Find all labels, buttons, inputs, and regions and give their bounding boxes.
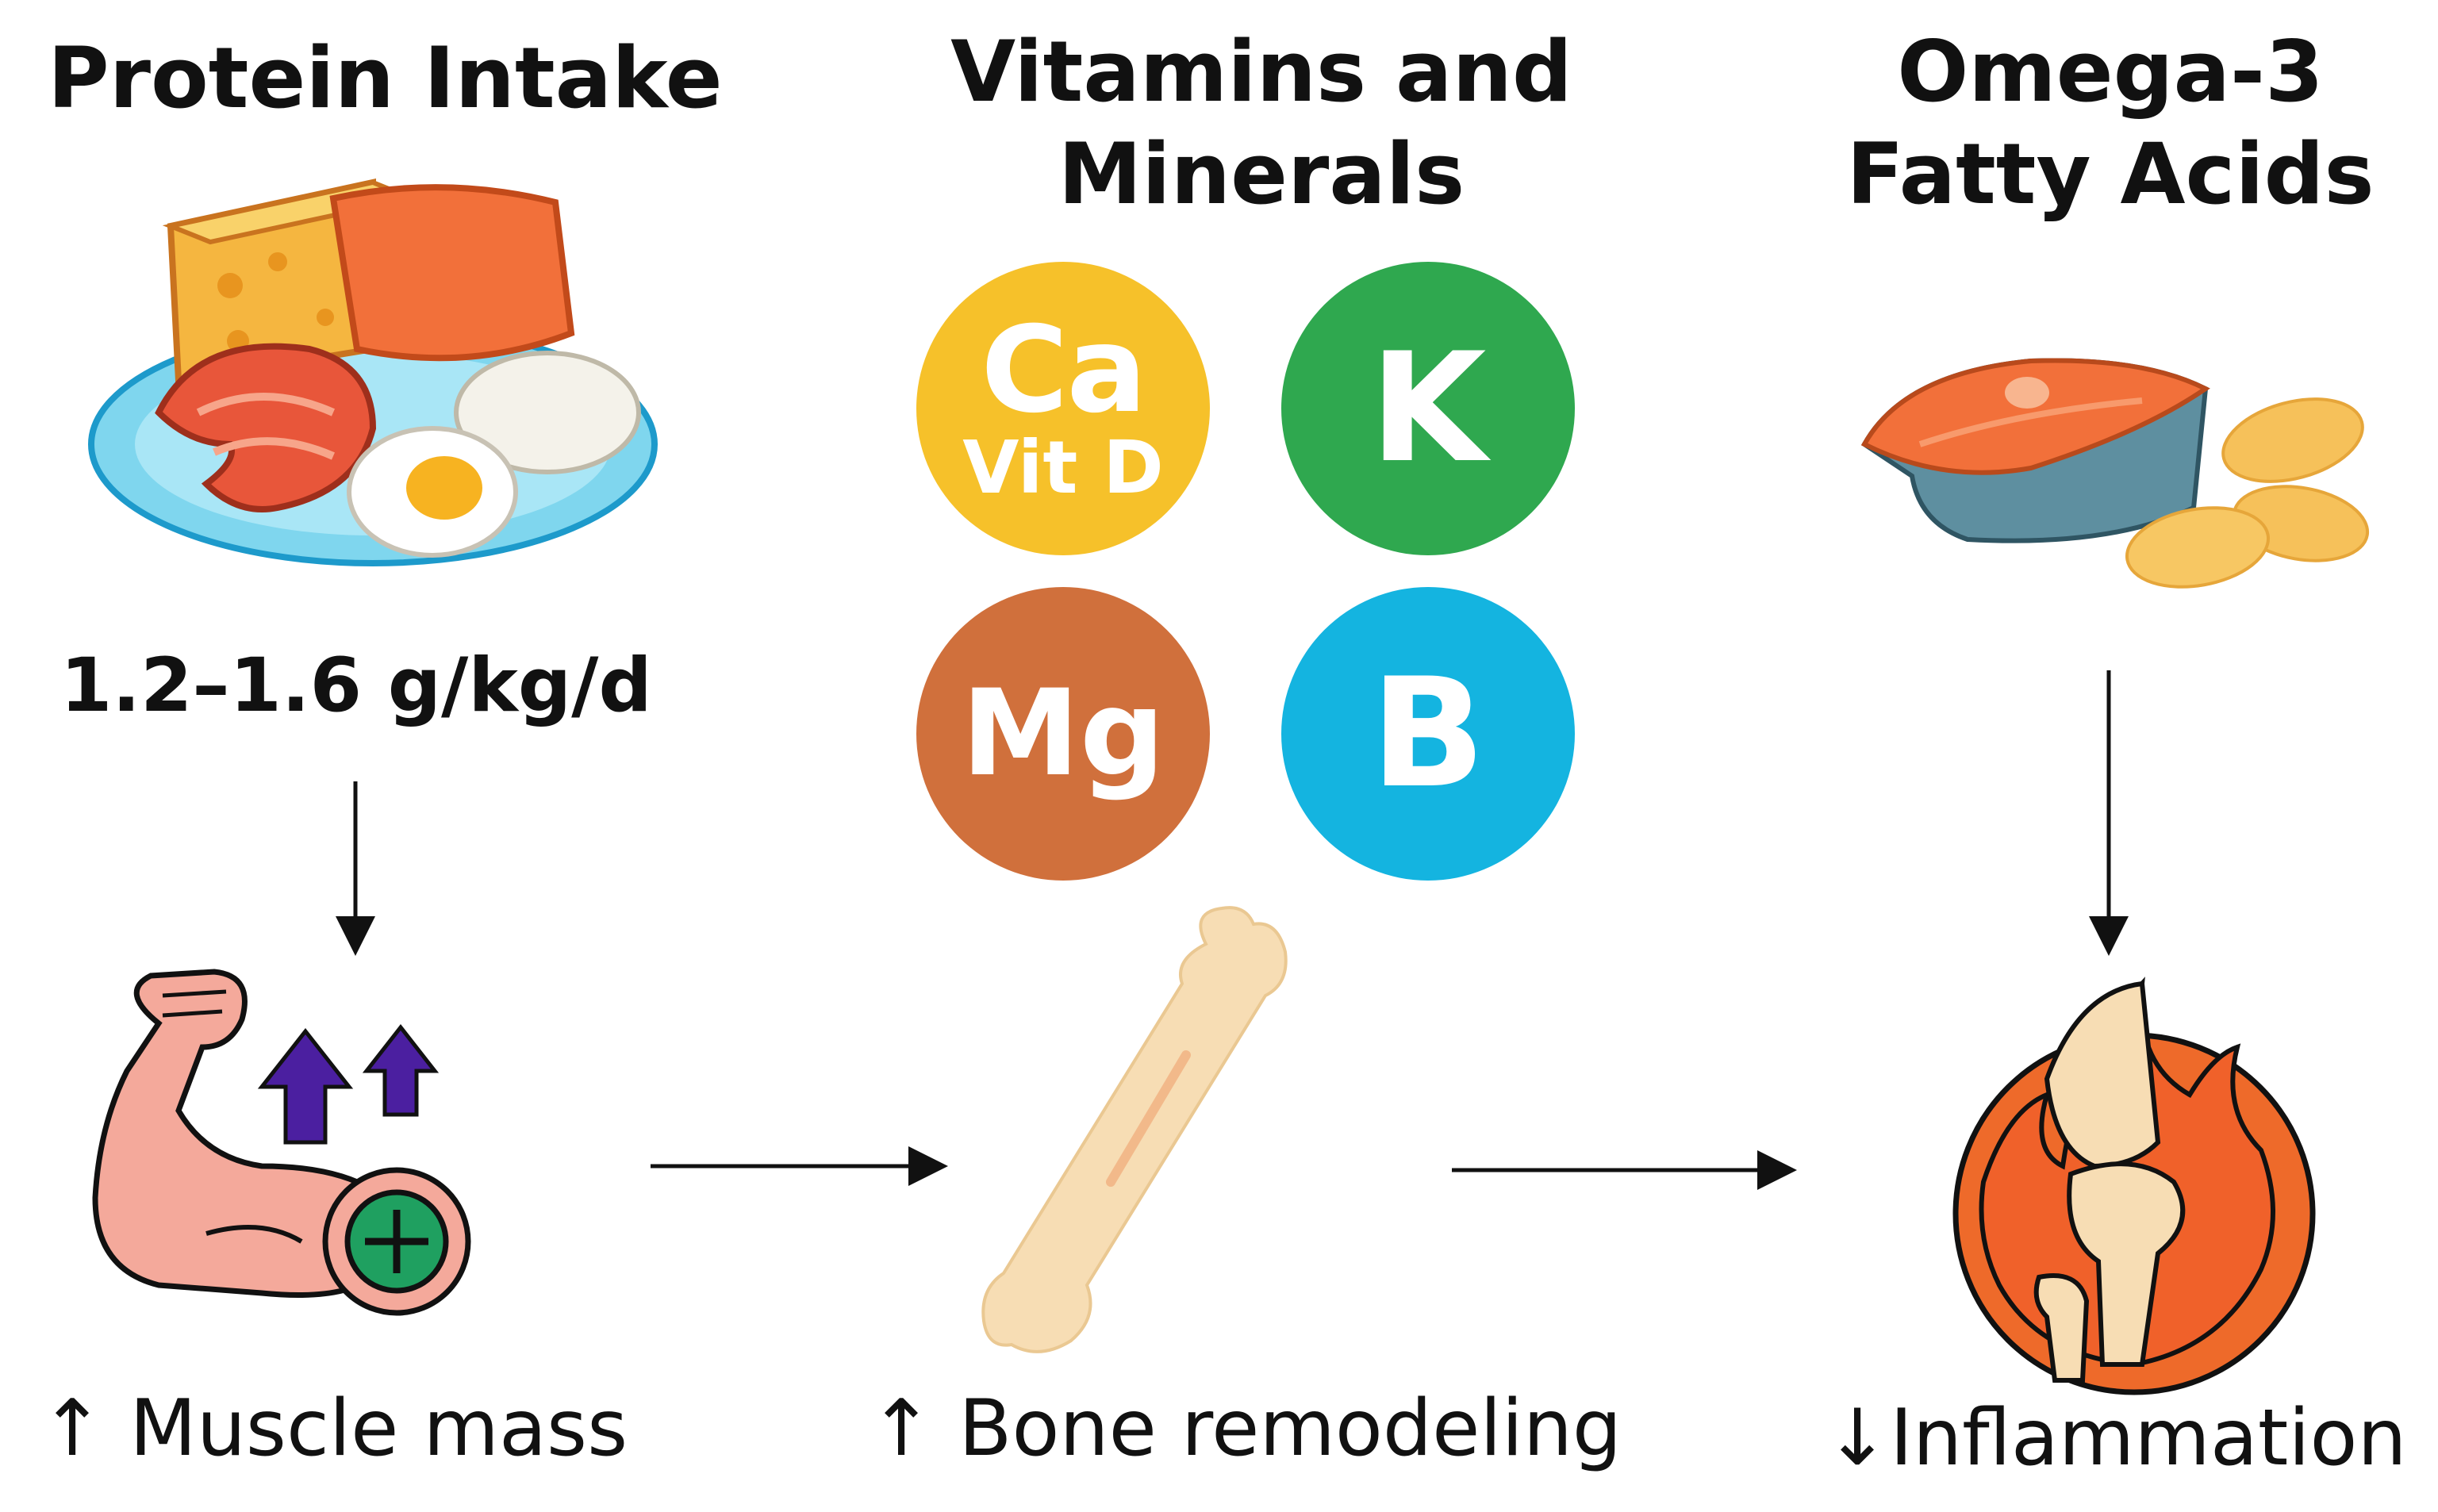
vitamin-d-label: Vit D <box>962 424 1164 510</box>
calcium-label: Ca <box>981 301 1146 439</box>
boron-label: B <box>1370 646 1486 821</box>
potassium-badge: K <box>1281 262 1575 555</box>
inflammation-outcome: ↓Inflammation <box>1825 1393 2407 1483</box>
boron-badge: B <box>1281 587 1575 881</box>
magnesium-label: Mg <box>961 665 1165 803</box>
omega-heading-line-1: Omega-3 <box>1897 23 2324 121</box>
bone-remodeling-outcome: ↑ Bone remodeling <box>869 1383 1622 1474</box>
magnesium-badge: Mg <box>916 587 1210 881</box>
up-arrow-icon <box>257 1027 354 1145</box>
vitamins-heading-line-1: Vitamins and <box>950 23 1572 121</box>
protein-intake-heading: Protein Intake <box>48 27 723 129</box>
potassium-label: K <box>1369 320 1487 496</box>
vitamins-minerals-heading: Vitamins and Minerals <box>904 21 1618 226</box>
plus-icon <box>322 1167 471 1316</box>
salmon-steak-icon <box>1860 358 2210 543</box>
muscle-mass-outcome: ↑ Muscle mass <box>40 1383 628 1474</box>
calcium-vitd-badge: Ca Vit D <box>916 262 1210 555</box>
omega3-heading: Omega-3 Fatty Acids <box>1793 21 2428 226</box>
omega-heading-line-2: Fatty Acids <box>1846 125 2375 224</box>
protein-heading-line: Protein Intake <box>48 29 723 127</box>
vitamins-heading-line-2: Minerals <box>1058 125 1465 224</box>
food-plate-icon <box>88 178 658 566</box>
bone-icon <box>981 906 1288 1353</box>
fish-oil-capsule-icon <box>2125 397 2370 589</box>
up-arrow-icon-small <box>362 1023 440 1117</box>
protein-dose-label: 1.2–1.6 g/kg/d <box>60 643 652 729</box>
inflamed-joint-icon <box>1952 977 2316 1395</box>
